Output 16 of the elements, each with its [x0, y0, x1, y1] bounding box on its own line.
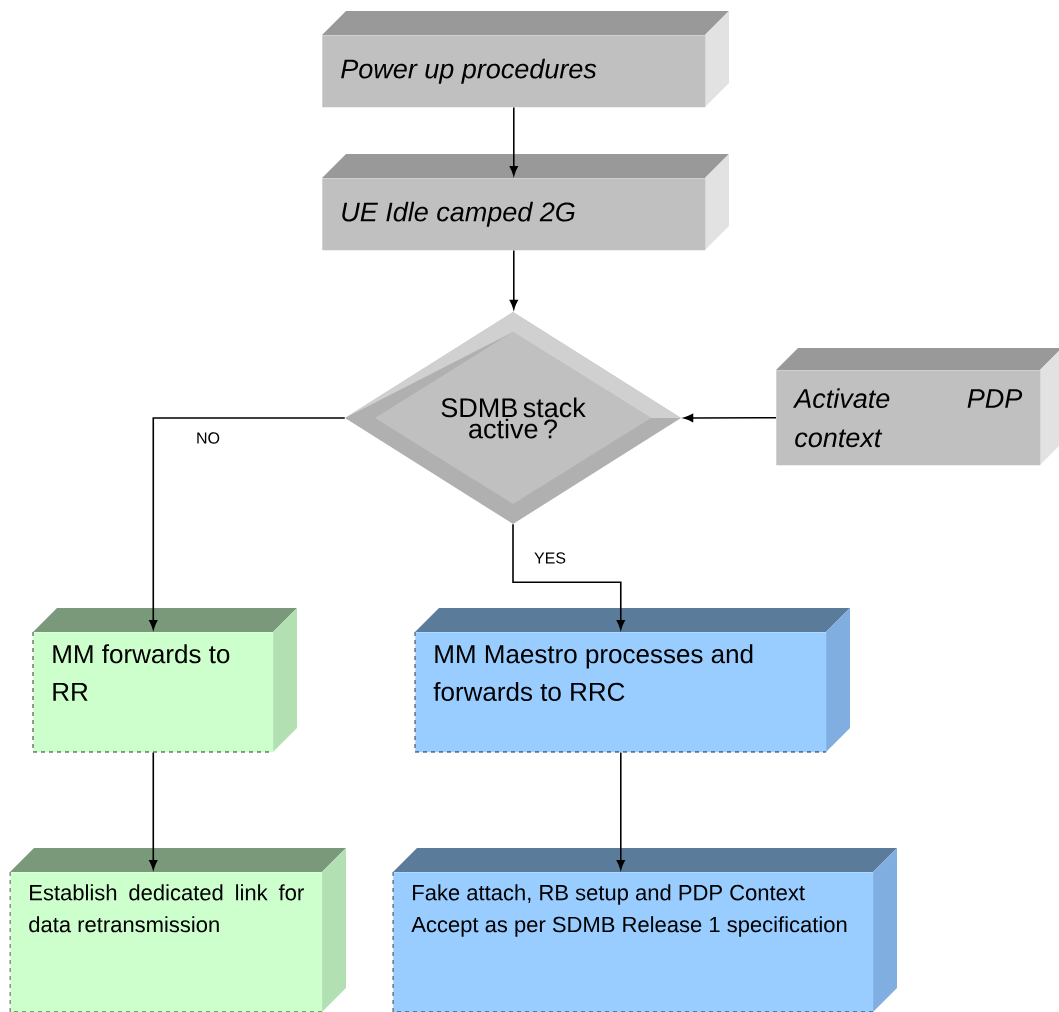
process-box: Fake attach, RB setup and PDP Context Accept as per SDMB Release 1 specification — [392, 848, 897, 1012]
arrow — [509, 249, 518, 310]
process-box: UE Idle camped 2G — [322, 154, 729, 251]
arrow — [683, 413, 777, 423]
process-box: Activate PDP context — [776, 348, 1059, 466]
arrow — [616, 751, 625, 870]
process-box: Establish dedicated link for data retransmission — [9, 848, 346, 1012]
edge-label: YES — [534, 552, 566, 564]
edge-label: NO — [197, 432, 220, 444]
arrow — [512, 523, 625, 630]
arrow — [149, 417, 346, 630]
arrow — [509, 106, 518, 176]
process-box: Power up procedures — [322, 11, 729, 108]
arrow — [149, 751, 158, 870]
process-box: MM forwards to RR — [32, 608, 297, 753]
process-box: MM Maestro processes and forwards to RRC — [414, 608, 850, 753]
